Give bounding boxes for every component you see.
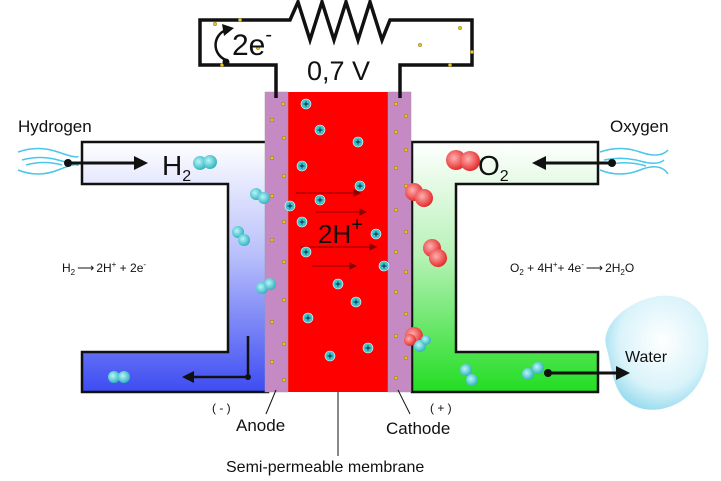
proton-label: 2H+ xyxy=(318,214,363,249)
wire-electrons xyxy=(212,18,475,68)
cathode-sign: ( + ) xyxy=(430,401,452,415)
electrons-label: 2e- xyxy=(232,24,272,62)
cathode-label: Cathode xyxy=(386,419,450,438)
water-drop xyxy=(605,295,709,410)
water-arrowhead xyxy=(616,366,630,380)
anode-leader xyxy=(265,389,277,415)
cathode-electrode xyxy=(387,91,412,393)
electron-exit-dot xyxy=(245,374,251,380)
water-molecules xyxy=(404,334,544,386)
oxygen-chamber xyxy=(410,140,600,394)
oxygen-inlet-dot xyxy=(608,159,616,167)
electron-exit-arrowhead xyxy=(182,371,194,383)
water-outlet-dot xyxy=(544,369,552,377)
o2-label: O2 xyxy=(478,150,509,185)
oxygen-arrowhead xyxy=(532,156,546,170)
external-circuit-wire xyxy=(198,0,474,98)
hydrogen-molecules xyxy=(108,188,276,383)
membrane-label: Semi-permeable membrane xyxy=(226,459,424,476)
o2-molecule xyxy=(446,150,480,171)
hydrogen-inlet-dot xyxy=(64,159,72,167)
hydrogen-arrowhead xyxy=(134,156,148,170)
membrane xyxy=(288,92,388,392)
anode-equation: H2⟶2H+ + 2e- xyxy=(62,260,146,277)
hydrogen-label: Hydrogen xyxy=(18,117,92,136)
proton-flow-arrows xyxy=(296,189,378,270)
electron-flow-arrow xyxy=(214,28,227,62)
electron-dot xyxy=(222,58,230,66)
anode-sign: ( - ) xyxy=(212,401,231,415)
h2-label: H2 xyxy=(162,150,191,185)
cathode-equation: O2 + 4H++ 4e-⟶2H2O xyxy=(510,260,634,277)
anode-label: Anode xyxy=(236,416,285,435)
water-label: Water xyxy=(625,349,668,366)
oxygen-label: Oxygen xyxy=(610,117,669,136)
cathode-leader xyxy=(397,389,411,415)
protons xyxy=(284,98,390,362)
electron-arrowhead xyxy=(222,24,234,36)
h2-molecule xyxy=(193,155,217,170)
voltage-label: 0,7 V xyxy=(307,56,370,86)
